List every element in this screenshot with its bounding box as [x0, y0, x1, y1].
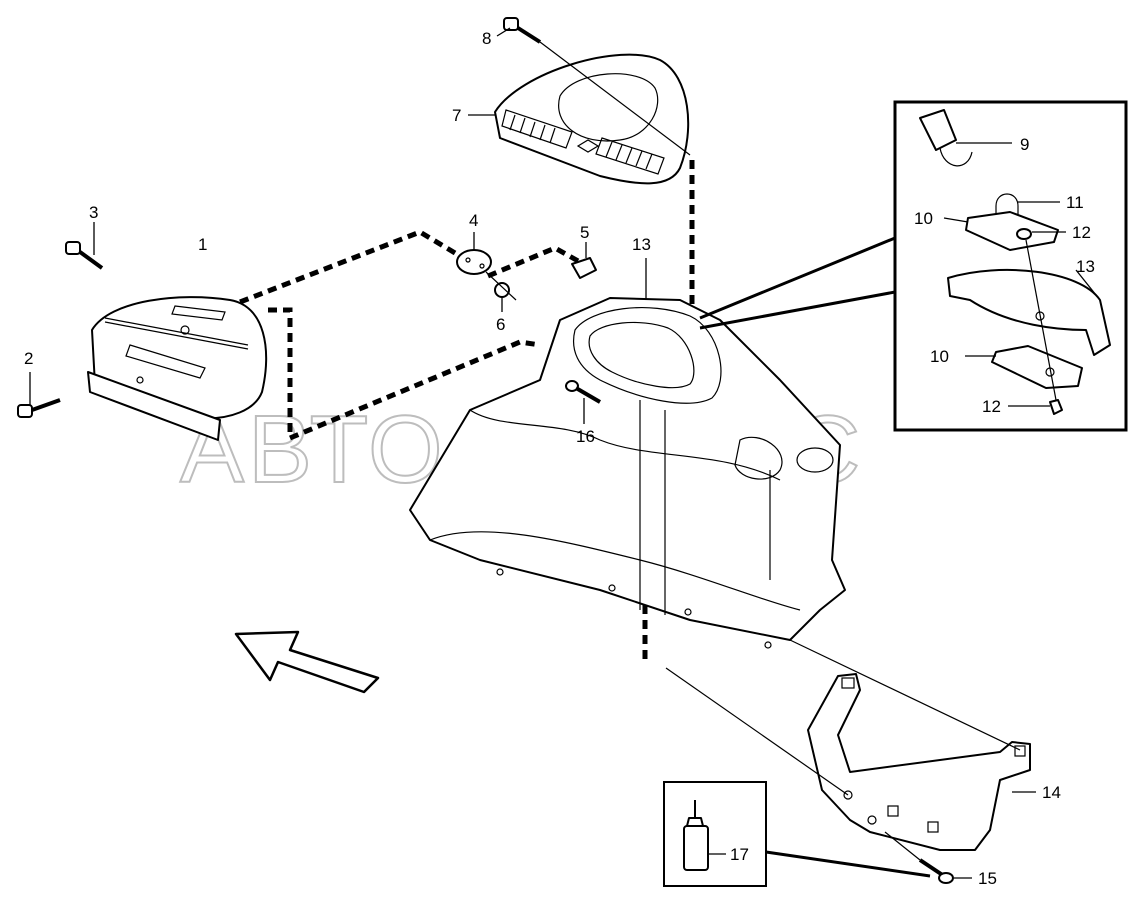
part-6-clip — [485, 271, 517, 312]
callout-5: 5 — [580, 223, 589, 242]
callout-1: 1 — [198, 235, 207, 254]
callout-17: 17 — [730, 845, 749, 864]
detail-inset-box — [699, 100, 1128, 432]
callout-10-lower: 10 — [930, 347, 949, 366]
part-10-plate-upper — [943, 211, 1059, 251]
callout-10-upper: 10 — [914, 209, 933, 228]
vent-grille-left — [501, 109, 573, 149]
part-1-cover-plate — [87, 296, 268, 441]
part-12-nut-upper — [1016, 228, 1066, 240]
part-9-lock — [919, 109, 1012, 167]
callout-9: 9 — [1020, 135, 1029, 154]
part-16-stud — [565, 380, 602, 424]
callout-12-lower: 12 — [982, 397, 1001, 416]
guide-line — [239, 229, 472, 305]
callout-16: 16 — [576, 427, 595, 446]
part-7-trim-panel — [468, 53, 690, 185]
arrow-icon — [234, 630, 380, 694]
part-12-nut-lower — [1008, 399, 1063, 415]
vent-grille-right — [595, 137, 665, 175]
callout-13-inset: 13 — [1076, 257, 1095, 276]
callout-15: 15 — [978, 869, 997, 888]
callout-7: 7 — [452, 106, 461, 125]
guide-line — [487, 245, 582, 279]
callout-14: 14 — [1042, 783, 1061, 802]
callout-13-main: 13 — [632, 235, 651, 254]
callout-3: 3 — [89, 203, 98, 222]
part-11-u-bolt — [995, 193, 1060, 232]
part-3-bolt — [65, 222, 104, 270]
part-15-screw — [884, 831, 972, 884]
callout-11: 11 — [1066, 193, 1084, 212]
callout-8: 8 — [482, 29, 491, 48]
guide-line — [268, 307, 541, 442]
part-10-plate-lower — [965, 345, 1083, 389]
part-5-cap — [571, 242, 597, 279]
part-8-screw — [496, 17, 691, 156]
part-4-grommet — [456, 232, 492, 275]
part-2-bolt — [17, 372, 61, 418]
part-13-center-console — [409, 258, 846, 649]
part-14-bracket — [665, 639, 1036, 851]
adhesive-bottle-icon — [683, 800, 709, 871]
callout-4: 4 — [469, 211, 478, 230]
adhesive-inset-box — [663, 781, 931, 887]
callout-2: 2 — [24, 349, 33, 368]
callout-12-upper: 12 — [1072, 223, 1091, 242]
callout-6: 6 — [496, 315, 505, 334]
